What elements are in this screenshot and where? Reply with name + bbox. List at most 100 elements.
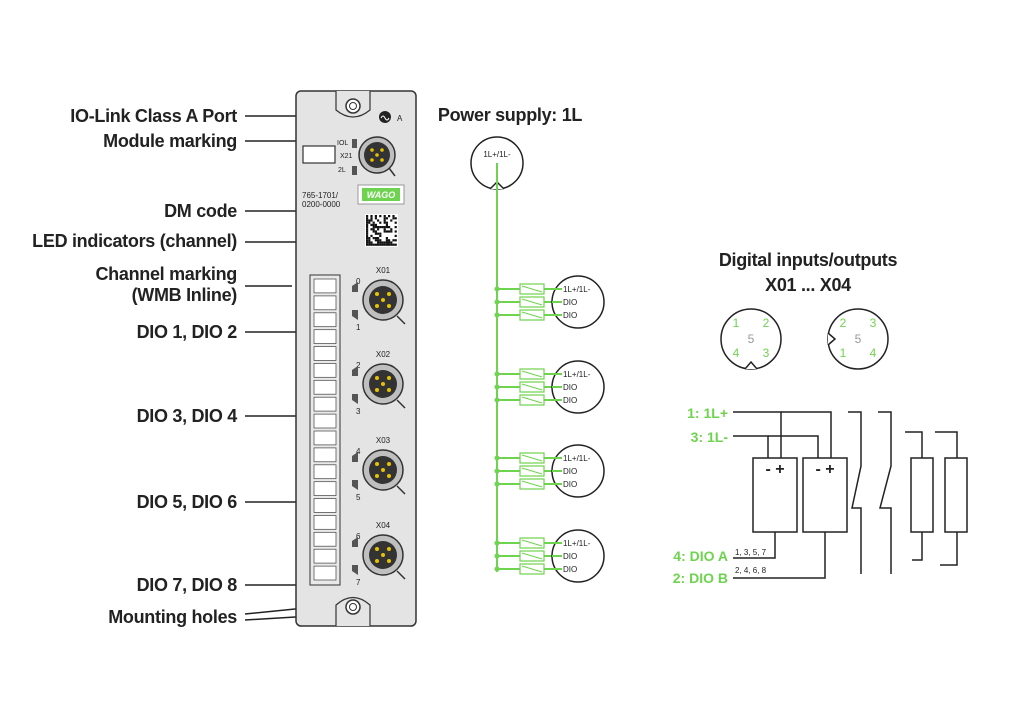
channel-marking-cell bbox=[313, 481, 337, 496]
line-label-1l-minus: 3: 1L- bbox=[691, 429, 729, 445]
pin-right-2: 2 bbox=[840, 316, 847, 330]
channel-marking-cell bbox=[313, 346, 337, 361]
channel-marking-cell bbox=[313, 363, 337, 378]
connector-x02: X02 2 3 bbox=[352, 350, 406, 416]
channel-marking-cell bbox=[313, 447, 337, 463]
branch-label: DIO bbox=[563, 565, 577, 574]
channel-marking-cell bbox=[313, 498, 337, 513]
channel-marking-cell bbox=[313, 312, 337, 328]
dio-title: Digital inputs/outputs bbox=[719, 250, 898, 270]
power-branches: 1L+/1L-DIODIO1L+/1L-DIODIO1L+/1L-DIODIO1… bbox=[494, 275, 605, 583]
branch-label: 1L+/1L- bbox=[563, 285, 591, 294]
pin-right-3: 3 bbox=[870, 316, 877, 330]
branch-label: 1L+/1L- bbox=[563, 454, 591, 463]
channel-marking-cell bbox=[313, 515, 337, 530]
power-supply-diagram: Power supply: 1L 1L+/1L- 1L+/1L-DIODIO1L… bbox=[438, 105, 605, 583]
label-channel-marking: Channel marking bbox=[95, 264, 237, 284]
power-supply-title: Power supply: 1L bbox=[438, 105, 583, 125]
led-indicator-bottom bbox=[352, 310, 358, 320]
port-class-label: A bbox=[397, 114, 403, 123]
led-indicator-bottom bbox=[352, 565, 358, 575]
power-branch-1: 1L+/1L- DIO DIO bbox=[494, 275, 605, 329]
channel-number-bottom: 5 bbox=[356, 493, 361, 502]
module-marking-slot bbox=[302, 145, 336, 164]
led-indicator-top bbox=[352, 537, 358, 547]
connector-label: X04 bbox=[376, 521, 391, 530]
label-dio12: DIO 1, DIO 2 bbox=[137, 322, 238, 342]
line-label-1l-plus: 1: 1L+ bbox=[687, 405, 728, 421]
led-indicator-top bbox=[352, 452, 358, 462]
dio-subtitle: X01 ... X04 bbox=[765, 275, 851, 295]
channel-marking-cell bbox=[313, 565, 337, 581]
sensor-box-1 bbox=[752, 457, 798, 533]
channel-marking-cell bbox=[313, 329, 337, 344]
dm-code-icon bbox=[365, 214, 398, 247]
line-label-dio-b: 2: DIO B bbox=[673, 570, 728, 586]
sensor-1-polarity: - + bbox=[765, 461, 784, 478]
channel-number-bottom: 3 bbox=[356, 407, 361, 416]
label-dio34: DIO 3, DIO 4 bbox=[137, 406, 238, 426]
l2-label: 2L bbox=[338, 167, 346, 174]
power-supply-connector-label: 1L+/1L- bbox=[483, 150, 511, 159]
callout-labels: IO-Link Class A Port Module marking DM c… bbox=[32, 106, 237, 627]
channel-marking-cell bbox=[313, 396, 337, 412]
brand-logo: WAGO bbox=[367, 190, 396, 200]
pin-left-3: 3 bbox=[763, 346, 770, 360]
pin-right-5: 5 bbox=[855, 332, 862, 346]
led-indicator-top bbox=[352, 282, 358, 292]
label-iolink-port: IO-Link Class A Port bbox=[70, 106, 237, 126]
channel-number-top: 0 bbox=[356, 277, 361, 286]
channel-marking-cell bbox=[313, 379, 337, 395]
channel-marking-cell bbox=[313, 548, 337, 564]
branch-label: 1L+/1L- bbox=[563, 539, 591, 548]
led-indicator-top bbox=[352, 366, 358, 376]
part-number: 765-1701/ bbox=[302, 191, 339, 200]
label-dio56: DIO 5, DIO 6 bbox=[137, 492, 238, 512]
channel-marking-cells bbox=[313, 278, 337, 581]
channel-number-bottom: 1 bbox=[356, 323, 361, 332]
label-led-indicators: LED indicators (channel) bbox=[32, 231, 237, 251]
sensor-2-polarity: - + bbox=[815, 461, 834, 478]
label-module-marking: Module marking bbox=[103, 131, 237, 151]
actuator-resistor-1 bbox=[910, 457, 934, 533]
connector-label: X03 bbox=[376, 436, 391, 445]
branch-label: 1L+/1L- bbox=[563, 370, 591, 379]
label-channel-marking-sub: (WMB Inline) bbox=[132, 285, 238, 305]
dio-b-pins: 2, 4, 6, 8 bbox=[735, 566, 767, 575]
branch-label: DIO bbox=[563, 311, 577, 320]
connector-label: X01 bbox=[376, 266, 391, 275]
connector-label: X02 bbox=[376, 350, 391, 359]
channel-number-top: 2 bbox=[356, 361, 361, 370]
branch-label: DIO bbox=[563, 467, 577, 476]
digital-io-diagram: Digital inputs/outputs X01 ... X04 1 2 4… bbox=[673, 250, 968, 586]
channel-marking-cell bbox=[313, 295, 337, 311]
channel-marking-cell bbox=[313, 413, 337, 429]
channel-number-top: 4 bbox=[356, 447, 361, 456]
channel-number-bottom: 7 bbox=[356, 578, 361, 587]
dio-a-pins: 1, 3, 5, 7 bbox=[735, 548, 767, 557]
actuator-resistor-2 bbox=[944, 457, 968, 533]
io-module: A IOL X21 2L 765-1701/ 0200-0000 WAGO X0… bbox=[295, 90, 417, 627]
connector-x03: X03 4 5 bbox=[352, 436, 406, 502]
pin-left-1: 1 bbox=[733, 316, 740, 330]
connector-x01: X01 0 1 bbox=[352, 266, 406, 332]
sensor-box-2 bbox=[802, 457, 848, 533]
channel-marking-cell bbox=[313, 531, 337, 547]
led-indicator-bottom bbox=[352, 394, 358, 404]
pin-right-1: 1 bbox=[840, 346, 847, 360]
pin-left-5: 5 bbox=[748, 332, 755, 346]
branch-label: DIO bbox=[563, 298, 577, 307]
wiring-lines bbox=[733, 411, 958, 579]
label-mounting-holes: Mounting holes bbox=[108, 607, 237, 627]
top-mounting-hole-icon bbox=[345, 98, 361, 114]
branch-label: DIO bbox=[563, 396, 577, 405]
iol-label: IOL bbox=[337, 140, 348, 147]
pin-left-2: 2 bbox=[763, 316, 770, 330]
label-dm-code: DM code bbox=[164, 201, 237, 221]
channel-marking-cell bbox=[313, 278, 337, 294]
pin-right-4: 4 bbox=[870, 346, 877, 360]
